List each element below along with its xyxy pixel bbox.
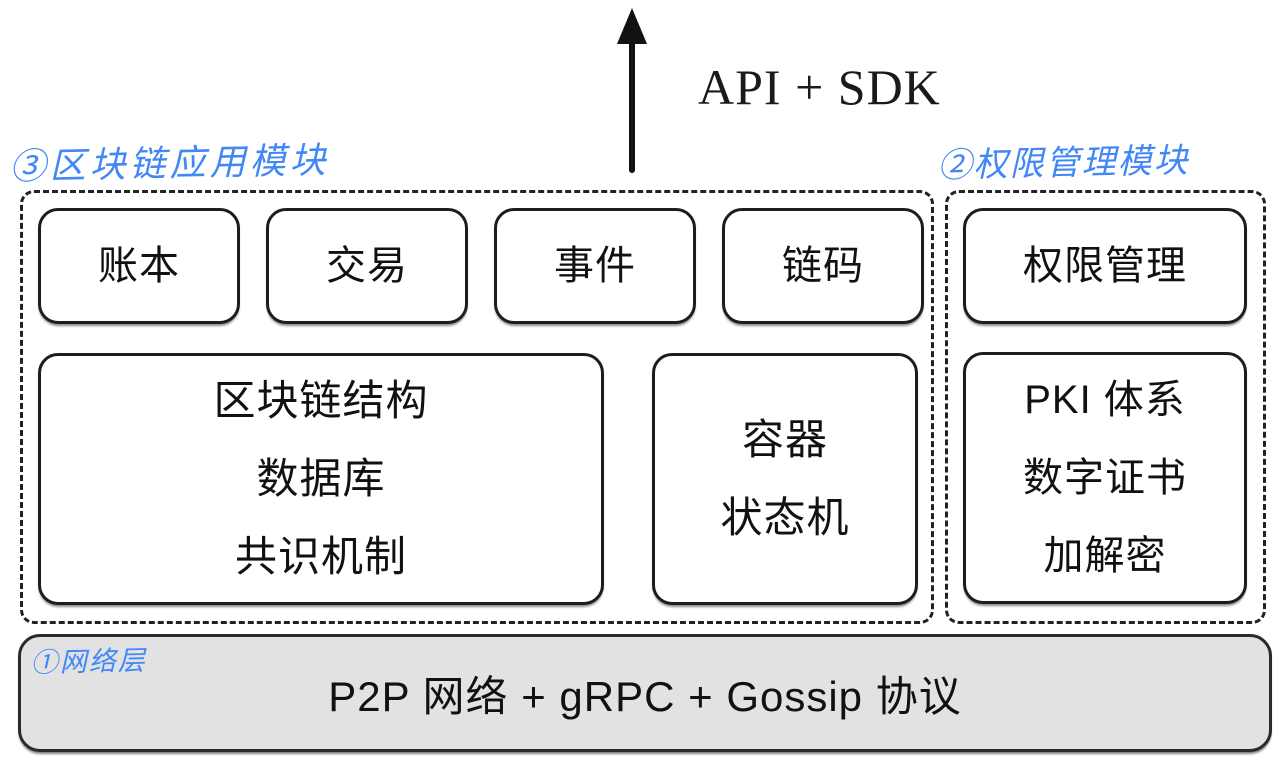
ledger-box: 账本: [38, 208, 240, 324]
blockchain-core-box: 区块链结构 数据库 共识机制: [38, 353, 604, 605]
statemachine-label: 状态机: [720, 494, 850, 541]
annotation-blockchain-app-module: ③区块链应用模块: [9, 139, 330, 188]
container-label: 容器: [741, 416, 828, 463]
pki-system-label: PKI 体系: [1024, 378, 1186, 422]
network-layer-bar: ①网络层 P2P 网络 + gRPC + Gossip 协议: [18, 634, 1272, 752]
permission-module-group: [945, 190, 1266, 624]
network-layer-label: P2P 网络 + gRPC + Gossip 协议: [328, 672, 962, 720]
encryption-label: 加解密: [1043, 534, 1167, 578]
annotation-network-layer: ①网络层: [30, 645, 147, 679]
database-label: 数据库: [256, 455, 386, 502]
ledger-label: 账本: [98, 244, 180, 288]
transaction-box: 交易: [266, 208, 468, 324]
api-sdk-label: API + SDK: [698, 59, 941, 115]
arrow-shaft: [629, 38, 635, 173]
consensus-label: 共识机制: [234, 533, 407, 580]
blockchain-app-module-group: [20, 190, 934, 624]
blockchain-structure-label: 区块链结构: [213, 377, 429, 424]
event-box: 事件: [494, 208, 696, 324]
chaincode-label: 链码: [782, 244, 864, 288]
pki-box: PKI 体系 数字证书 加解密: [963, 352, 1247, 604]
transaction-label: 交易: [326, 244, 408, 288]
annotation-permission-module: ②权限管理模块: [937, 141, 1190, 186]
container-statemachine-box: 容器 状态机: [652, 353, 918, 605]
chaincode-box: 链码: [722, 208, 924, 324]
permission-management-label: 权限管理: [1023, 244, 1187, 288]
event-label: 事件: [554, 244, 636, 288]
digital-cert-label: 数字证书: [1023, 456, 1187, 500]
permission-management-box: 权限管理: [963, 208, 1247, 324]
